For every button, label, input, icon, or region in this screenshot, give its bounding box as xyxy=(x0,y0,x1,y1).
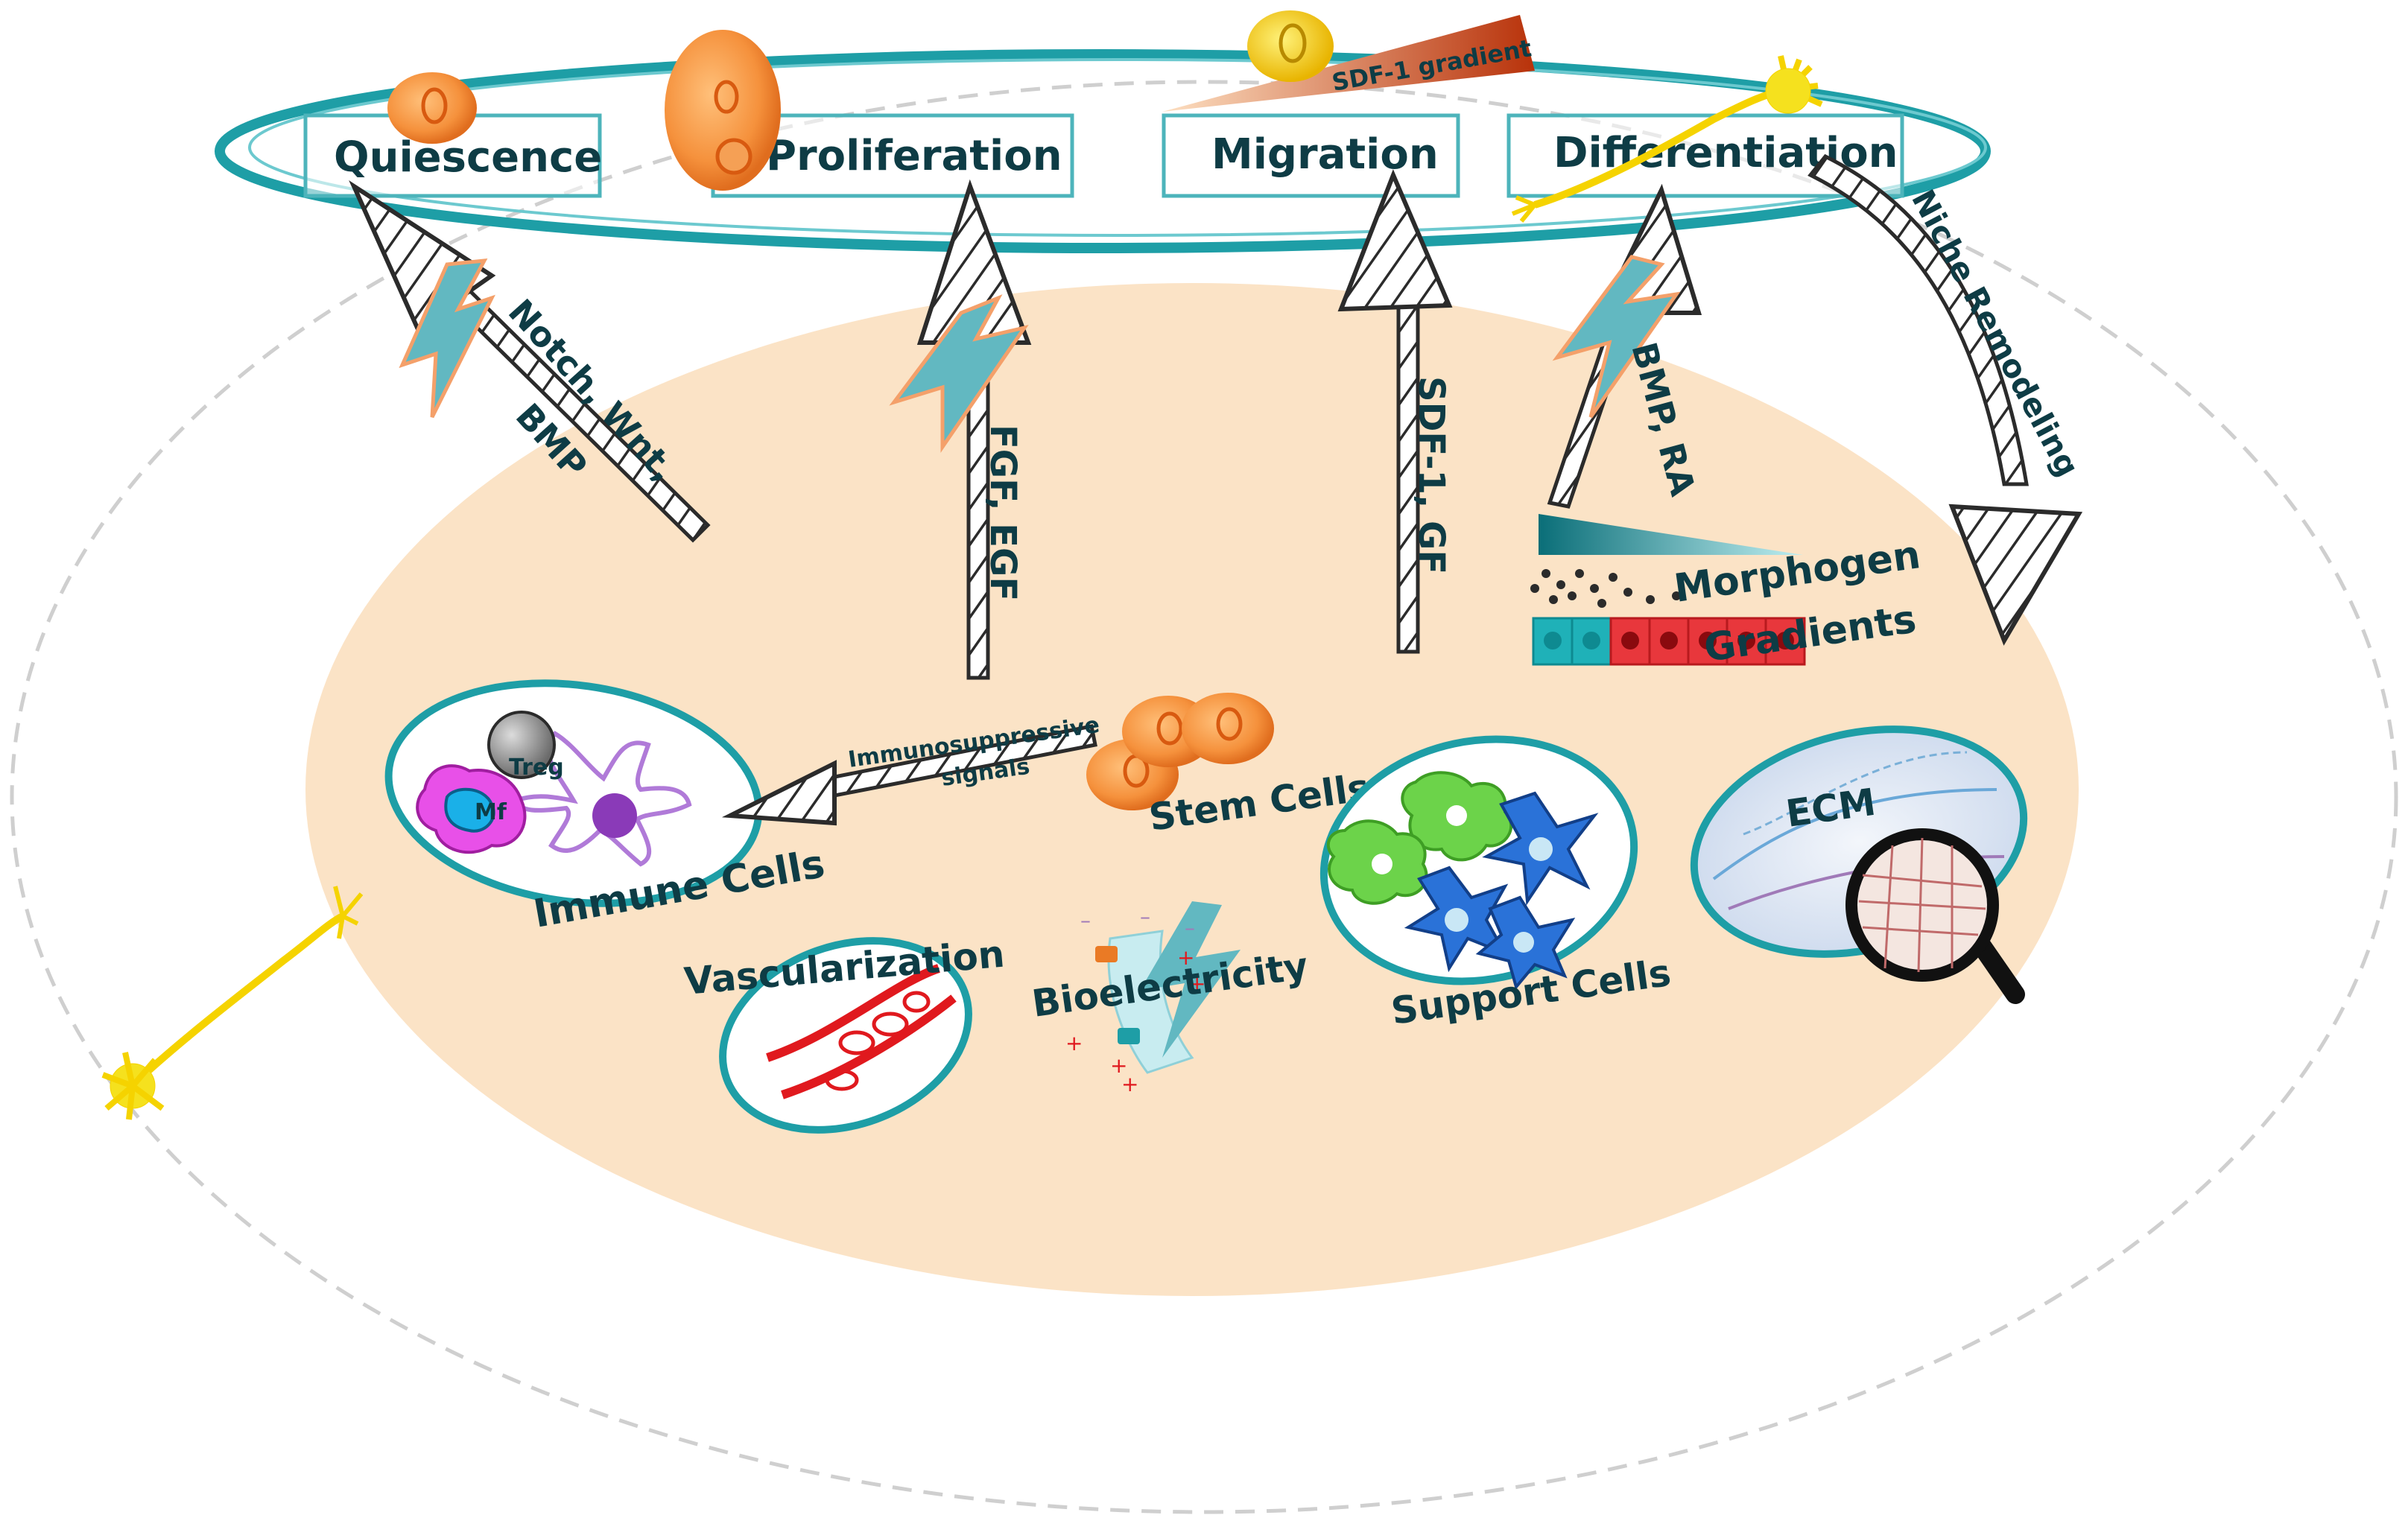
arrow-proliferation-signal xyxy=(889,179,1032,680)
magnifier-icon xyxy=(1845,828,2025,1004)
svg-text:+: + xyxy=(1121,1072,1138,1096)
treg-label: Treg xyxy=(509,755,564,781)
vascularization-group xyxy=(719,937,972,1134)
svg-text:Migration: Migration xyxy=(1211,130,1439,179)
arrow-differentiation-signal xyxy=(1547,183,1702,509)
niche-remodeling-arrow xyxy=(1807,153,2083,646)
neuron-bottom-icon xyxy=(101,886,364,1120)
signal-fgf-egf: FGF, EGF xyxy=(982,425,1024,601)
yellow-cell-icon xyxy=(1247,10,1334,82)
svg-text:–: – xyxy=(1080,908,1091,933)
mf-label: Mf xyxy=(475,799,507,825)
svg-text:+: + xyxy=(1065,1031,1083,1055)
svg-text:+: + xyxy=(1188,971,1205,996)
ecm-group xyxy=(1690,725,2028,1004)
svg-text:+: + xyxy=(1177,945,1194,970)
sdf1-gradient-wedge: SDF-1 gradient xyxy=(1162,15,1535,112)
arrow-quiescence-signal xyxy=(349,180,711,543)
svg-text:–: – xyxy=(1140,904,1150,929)
stem-cells-cluster xyxy=(1086,693,1274,810)
immunosuppressive-arrow xyxy=(721,724,1097,826)
bioelectricity-group: +++ ++ ––– xyxy=(1065,901,1241,1096)
lightning-icon xyxy=(889,294,1029,454)
lightning-icon xyxy=(399,258,495,419)
quiescent-cell-icon xyxy=(387,72,477,144)
svg-text:+: + xyxy=(1110,1053,1127,1078)
proliferating-cell-icon xyxy=(665,30,781,191)
morphogen-gradient-graphic xyxy=(1530,514,1806,666)
svg-text:Quiescence: Quiescence xyxy=(334,133,602,182)
lightning-icon xyxy=(1552,255,1681,419)
lightning-icon xyxy=(1140,901,1241,1058)
neuron-top-icon xyxy=(1511,55,1823,223)
support-cells-group xyxy=(1319,735,1638,991)
stage-migration: Migration xyxy=(1162,113,1460,198)
stem-cell-fate-ring xyxy=(215,49,1991,253)
arrow-migration-signal xyxy=(1337,169,1453,654)
svg-text:Proliferation: Proliferation xyxy=(766,132,1062,180)
outer-tissue-boundary xyxy=(10,80,2398,1514)
svg-text:–: – xyxy=(1185,915,1195,940)
treg-cell-icon xyxy=(487,711,556,779)
signal-sdf1-gf: SDF-1, GF xyxy=(1410,376,1452,574)
